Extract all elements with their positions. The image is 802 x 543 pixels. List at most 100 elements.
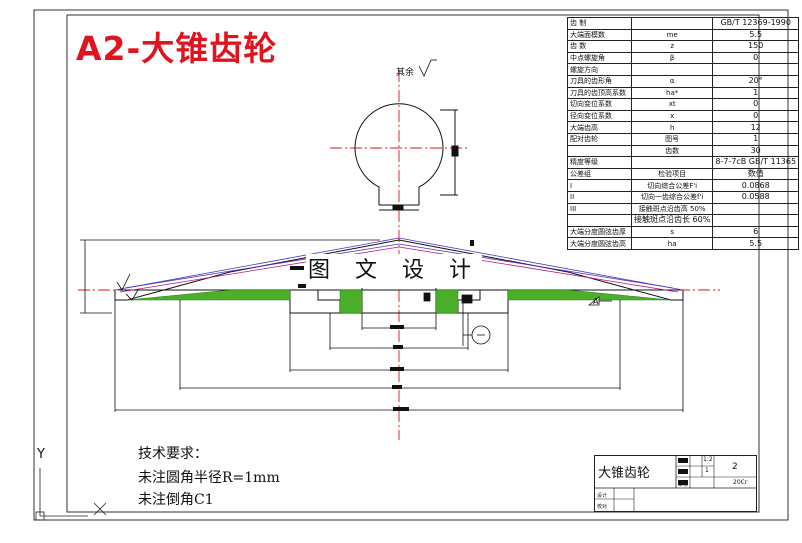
parameter-cell-label: 螺旋方向 xyxy=(567,63,632,76)
parameter-cell-val xyxy=(712,63,800,76)
parameter-cell-val: 0.0868 xyxy=(712,179,800,192)
parameter-cell-label: I xyxy=(567,179,632,192)
parameter-cell-label: 齿 制 xyxy=(567,17,632,30)
parameter-cell-sym: β xyxy=(630,51,714,65)
parameter-row: 螺旋方向 xyxy=(567,63,800,76)
parameter-cell-sym xyxy=(630,17,714,30)
dimension-marks xyxy=(290,240,474,411)
parameter-cell-sym: 切向一齿综合公差f'i xyxy=(630,190,714,204)
axis-y-label: Y xyxy=(37,447,45,462)
parameter-cell-label: 大端齿高 xyxy=(567,121,632,134)
parameter-cell-sym: 接触斑点沿齿高 50% xyxy=(630,202,714,216)
parameter-cell-val: 12 xyxy=(712,121,800,134)
parameter-cell-sym: 切向综合公差F'i xyxy=(630,179,714,192)
parameter-cell-val xyxy=(712,202,800,216)
parameter-cell-label xyxy=(567,144,632,158)
parameter-cell-label: 大端分度圆弦齿高 xyxy=(567,237,632,250)
ucs-icon xyxy=(35,468,107,521)
watermark: 图 文 设 计 xyxy=(306,254,482,288)
parameter-cell-label: 切向变位系数 xyxy=(567,98,632,111)
roughness-symbol xyxy=(116,59,437,301)
sheet-value: 2 xyxy=(732,462,738,472)
parameter-row: 齿 制 GB/T 12369-1990 xyxy=(567,17,800,30)
parameter-cell-label: 大端分度圆弦齿厚 xyxy=(567,225,632,239)
parameter-cell-sym: 接触斑点沿齿长 60% xyxy=(630,214,714,227)
parameter-cell-val: 150 xyxy=(712,40,800,53)
inner-border xyxy=(66,14,760,513)
runout-symbol xyxy=(423,292,491,346)
tech-heading: 技术要求： xyxy=(138,446,208,462)
parameter-cell-label xyxy=(567,214,632,227)
parameter-cell-val: 5.5 xyxy=(712,237,800,250)
parameter-cell-sym: s xyxy=(630,225,714,239)
parameter-cell-label: II xyxy=(567,190,632,204)
parameter-cell-label: 刀具的齿顶高系数 xyxy=(567,86,632,100)
parameter-cell-val: 1 xyxy=(712,86,800,100)
hub-circle-view xyxy=(354,103,459,211)
pitch-cone-lines xyxy=(114,237,684,291)
parameter-cell-val: GB/T 12369-1990 xyxy=(712,17,800,30)
parameter-cell-label: 配对齿轮 xyxy=(567,132,632,146)
parameter-cell-label: 公差组 xyxy=(567,167,632,181)
page-title: A2-大锥齿轮 xyxy=(76,29,278,68)
parameter-cell-sym: 齿数 xyxy=(630,144,714,158)
parameter-cell-sym xyxy=(630,63,714,76)
material-value: 20Cr xyxy=(733,479,748,486)
datum-a-label: A xyxy=(593,297,599,306)
parameter-cell-sym: 检验项目 xyxy=(630,167,714,181)
parameter-cell-label: 刀具的齿形角 xyxy=(567,74,632,88)
hatched-sections xyxy=(126,289,672,314)
parameter-cell-sym xyxy=(630,156,714,169)
parameter-cell-sym: z xyxy=(630,40,714,53)
parameter-cell-sym: xt xyxy=(630,98,714,111)
parameter-cell-label: 齿 数 xyxy=(567,40,632,53)
parameter-cell-label: III xyxy=(567,202,632,216)
parameter-cell-label: 精度等级 xyxy=(567,156,632,169)
parameter-cell-val: 0 xyxy=(712,51,800,65)
outer-border xyxy=(33,9,789,521)
parameter-cell-val xyxy=(712,214,800,227)
parameter-cell-sym: 图号 xyxy=(630,132,714,146)
parameter-cell-sym: α xyxy=(630,74,714,88)
parameter-cell-val: 20° xyxy=(712,74,800,88)
datum-a xyxy=(587,296,612,306)
parameter-cell-val: 30 xyxy=(712,144,800,158)
title-block xyxy=(594,455,757,512)
parameter-row: 接触斑点沿齿长 60% xyxy=(567,214,800,227)
review-label: 审核 xyxy=(678,482,689,488)
parameter-cell-val: 0 xyxy=(712,98,800,111)
parameter-cell-label: 大端面模数 xyxy=(567,28,632,42)
checker-label: 校对 xyxy=(597,504,608,510)
parameter-cell-label: 中点螺旋角 xyxy=(567,51,632,65)
parameter-cell-val: 数值 xyxy=(712,167,800,181)
scale-value: 1:2 xyxy=(703,456,713,463)
parameter-row: 精度等级 8-7-7cB GB/T 11365 xyxy=(567,156,800,169)
parameter-cell-val: 8-7-7cB GB/T 11365 xyxy=(712,156,800,169)
parameter-cell-val: 5.5 xyxy=(712,28,800,42)
parameter-cell-sym: x xyxy=(630,109,714,123)
parameter-cell-val: 0.0588 xyxy=(712,190,800,204)
parameter-cell-sym: me xyxy=(630,28,714,42)
tech-line-2: 未注倒角C1 xyxy=(138,492,214,508)
tech-line-1: 未注圆角半径R=1mm xyxy=(138,470,280,486)
parameter-cell-sym: ha* xyxy=(630,86,714,100)
parameter-cell-val: 1 xyxy=(712,132,800,146)
parameter-cell-val: 0 xyxy=(712,109,800,123)
parameter-cell-sym: ha xyxy=(630,237,714,250)
parameter-cell-val: 6 xyxy=(712,225,800,239)
